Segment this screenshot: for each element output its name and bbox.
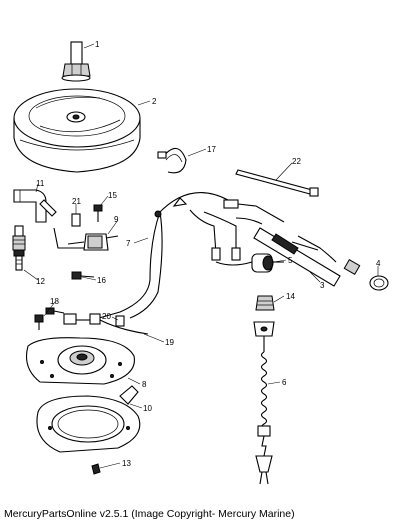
callout-18: 18: [50, 297, 59, 306]
callout-15: 15: [108, 191, 117, 200]
callout-3: 3: [320, 281, 325, 290]
callout-labels: 1 2 3 4 5 6 7 8 9 10 11 12 13 14 15 16 1…: [36, 40, 381, 468]
part-6-lanyard: [253, 321, 275, 485]
callout-4: 4: [376, 259, 381, 268]
part-15-screw: [93, 204, 103, 222]
callout-9: 9: [114, 215, 119, 224]
callout-22: 22: [292, 157, 301, 166]
callout-2: 2: [152, 97, 157, 106]
callout-1: 1: [95, 40, 100, 49]
callout-8: 8: [142, 380, 147, 389]
leader-lines: [23, 43, 379, 469]
callout-14: 14: [286, 292, 295, 301]
part-11-spark-plug-boot: [13, 189, 57, 223]
part-19-wire: [99, 315, 149, 335]
part-4-cap: [369, 275, 389, 291]
part-3-switch-housing: [253, 227, 361, 287]
part-9-ignition-coil: [67, 233, 119, 251]
part-7-wire-harness: [91, 192, 285, 321]
part-20-terminal: [63, 313, 101, 325]
callout-17: 17: [207, 145, 216, 154]
callout-12: 12: [36, 277, 45, 286]
callout-20: 20: [102, 312, 111, 321]
copyright-footer: MercuryPartsOnline v2.5.1 (Image Copyrig…: [4, 508, 295, 520]
callout-19: 19: [165, 338, 174, 347]
part-12-spark-plug: [12, 225, 26, 271]
callout-6: 6: [282, 378, 287, 387]
part-14-nut: [255, 295, 275, 311]
part-8-stator-plate: [25, 337, 135, 385]
part-18-screw: [34, 307, 65, 330]
part-5-connector: [215, 253, 284, 273]
callout-21: 21: [72, 197, 81, 206]
part-17-clamp: [157, 147, 187, 174]
callout-10: 10: [143, 404, 152, 413]
part-13-key: [91, 463, 101, 475]
part-2-flywheel: [13, 88, 141, 173]
callout-16: 16: [97, 276, 106, 285]
part-22-cable-tie: [235, 169, 319, 197]
part-16-screw: [71, 271, 95, 280]
part-1-flywheel-nut: [61, 41, 91, 82]
callout-5: 5: [288, 256, 293, 265]
part-10-trigger-plate: [36, 385, 141, 453]
callout-13: 13: [122, 459, 131, 468]
callout-11: 11: [36, 179, 45, 188]
callout-7: 7: [126, 239, 131, 248]
